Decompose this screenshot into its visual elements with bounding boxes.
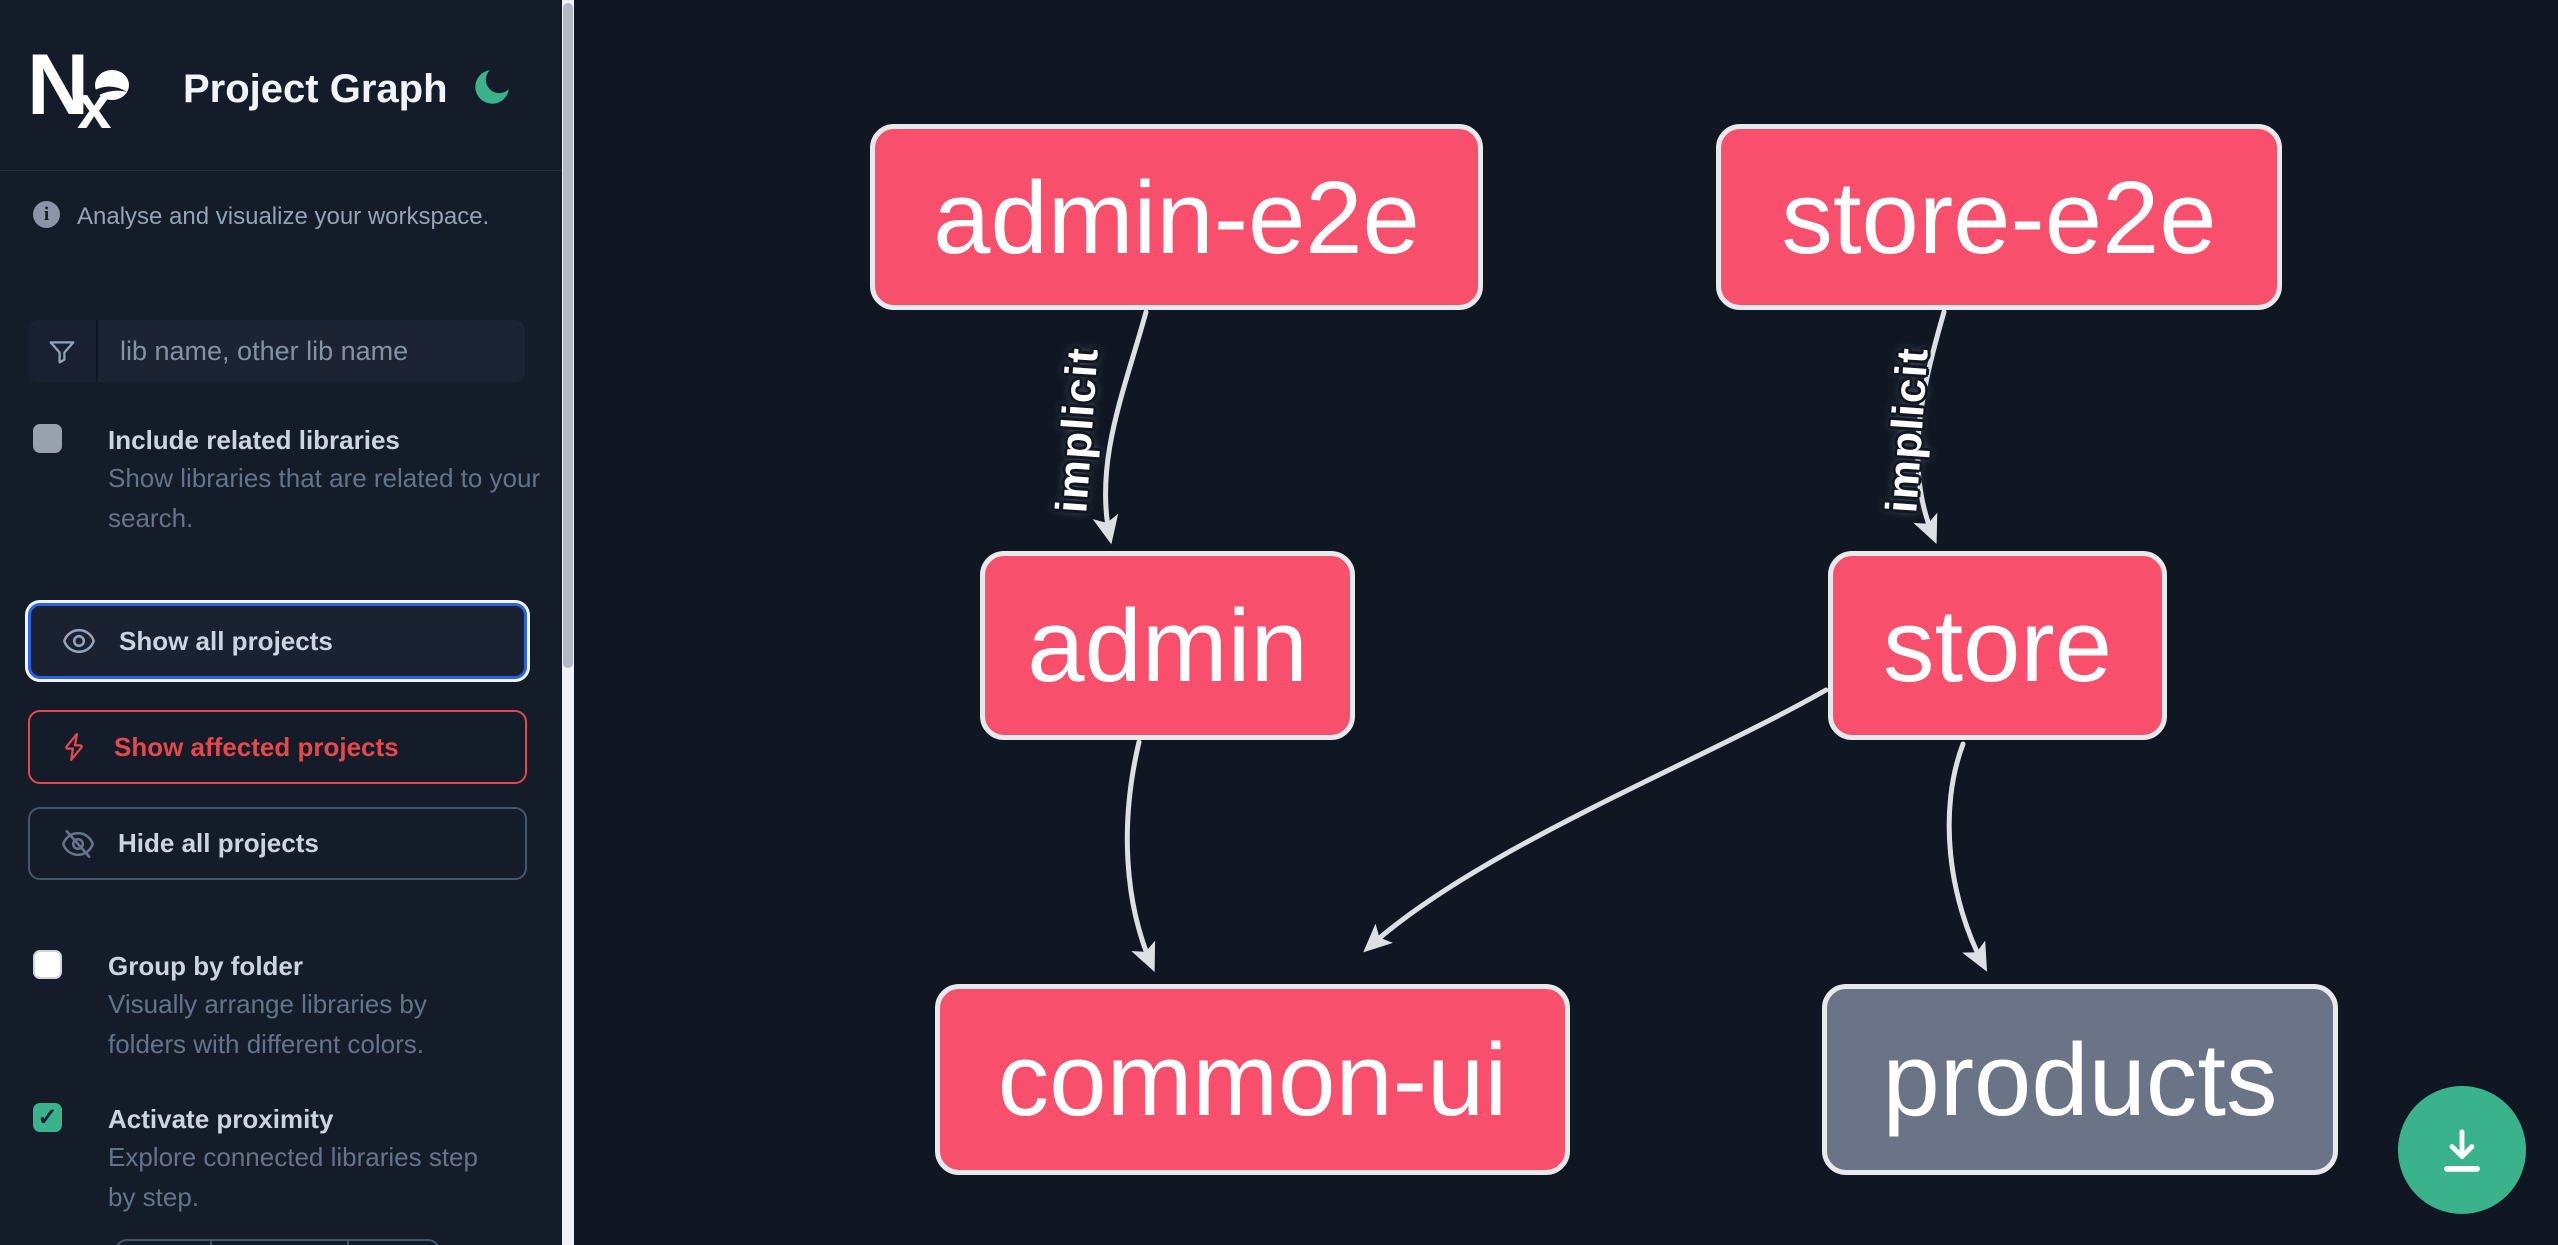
show-all-projects-button[interactable]: Show all projects (28, 603, 527, 679)
hide-all-projects-button[interactable]: Hide all projects (28, 807, 527, 880)
sidebar: N x Project Graph i Analyse and visualiz… (0, 0, 562, 1245)
search-input[interactable] (98, 320, 525, 382)
workspace-tagline: Analyse and visualize your workspace. (77, 203, 490, 230)
graph-node-admin[interactable]: admin (980, 551, 1355, 740)
svg-text:N: N (27, 40, 89, 132)
graph-node-store[interactable]: store (1828, 551, 2167, 740)
group-by-folder-description: Visually arrange libraries by folders wi… (108, 989, 427, 1059)
show-affected-projects-button[interactable]: Show affected projects (28, 710, 527, 784)
eye-icon (61, 623, 97, 659)
sidebar-scrollbar[interactable] (562, 0, 574, 1245)
nx-logo: N x (27, 40, 129, 132)
graph-node-admin-e2e[interactable]: admin-e2e (870, 124, 1483, 310)
proximity-increment-button[interactable] (349, 1241, 438, 1245)
proximity-stepper (115, 1239, 440, 1245)
lightning-icon (60, 731, 92, 763)
download-icon (2444, 1129, 2480, 1172)
moon-icon (475, 69, 509, 104)
proximity-value (212, 1241, 349, 1245)
header-divider (0, 170, 562, 171)
graph-node-products[interactable]: products (1822, 984, 2338, 1175)
info-icon: i (33, 201, 60, 228)
graph-node-store-e2e[interactable]: store-e2e (1716, 124, 2282, 310)
activate-proximity-description: Explore connected libraries step by step… (108, 1142, 478, 1212)
filter-icon-cell (28, 320, 98, 382)
show-all-projects-label: Show all projects (119, 625, 333, 656)
activate-proximity-label: Activate proximity (108, 1104, 334, 1134)
scrollbar-thumb[interactable] (563, 3, 573, 668)
funnel-icon (49, 341, 75, 364)
page-title: Project Graph (183, 67, 448, 111)
download-button[interactable] (2398, 1086, 2526, 1214)
show-affected-projects-label: Show affected projects (114, 731, 399, 762)
group-by-folder-label: Group by folder (108, 951, 303, 981)
group-by-folder-checkbox[interactable] (33, 950, 62, 979)
activate-proximity-checkbox[interactable]: ✓ (33, 1103, 62, 1132)
include-related-label: Include related libraries (108, 425, 400, 455)
graph-node-common-ui[interactable]: common-ui (935, 984, 1570, 1175)
eye-off-icon (60, 826, 96, 862)
proximity-decrement-button[interactable] (117, 1241, 212, 1245)
include-related-checkbox[interactable] (33, 424, 62, 453)
search-bar (28, 320, 525, 382)
include-related-description: Show libraries that are related to your … (108, 463, 541, 533)
theme-toggle-button[interactable] (466, 62, 518, 114)
hide-all-projects-label: Hide all projects (118, 828, 319, 858)
